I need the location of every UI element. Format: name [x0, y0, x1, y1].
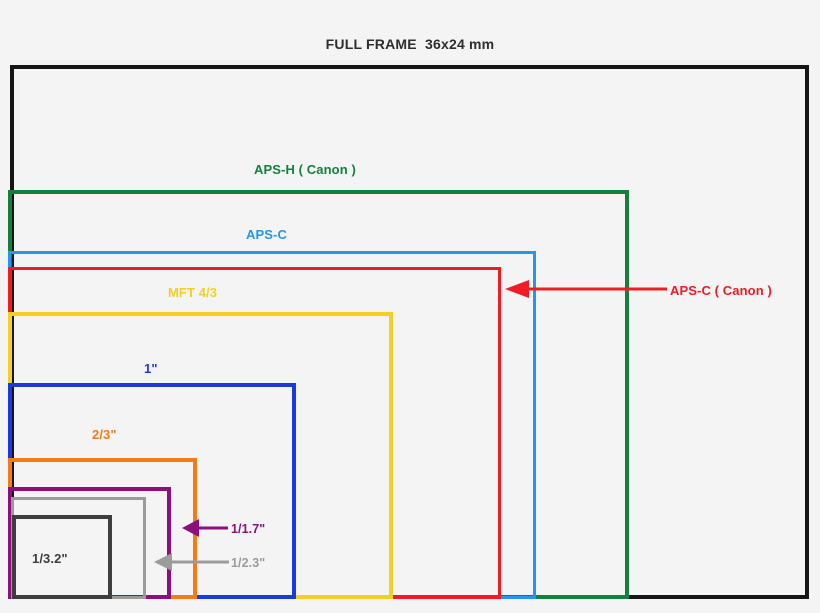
callout-label-one-two-three: 1/2.3"	[231, 556, 266, 570]
diagram-title: FULL FRAME 36x24 mm	[325, 36, 495, 52]
sensor-label-aps-c: APS-C	[246, 227, 287, 242]
leader-arrow-one-two-three	[154, 553, 229, 571]
leader-arrow-aps-c-canon	[505, 280, 667, 298]
sensor-label-one-three-two: 1/3.2"	[32, 551, 68, 566]
sensor-label-two-thirds: 2/3"	[92, 427, 117, 442]
sensor-label-one-inch: 1"	[144, 361, 158, 376]
sensor-label-aps-h: APS-H ( Canon )	[254, 162, 356, 177]
sensor-frame-one-three-two	[12, 515, 112, 599]
callout-label-aps-c-canon: APS-C ( Canon )	[670, 283, 772, 298]
leader-arrow-one-one-seven	[182, 519, 228, 537]
sensor-label-mft-43: MFT 4/3	[168, 285, 218, 300]
callout-label-one-one-seven: 1/1.7"	[231, 522, 266, 536]
